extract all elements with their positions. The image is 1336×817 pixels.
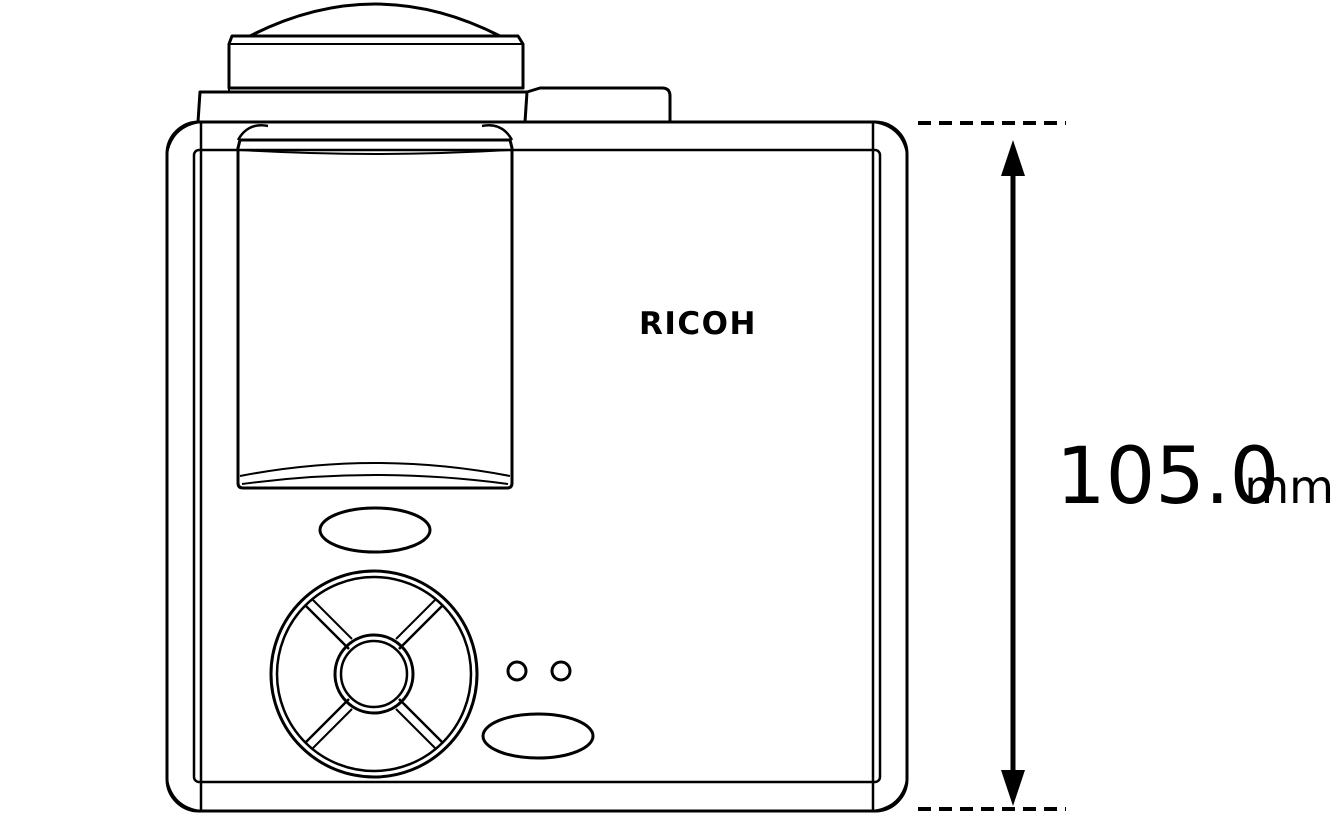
enter-button[interactable] xyxy=(333,633,415,715)
arrowhead-up-icon xyxy=(1001,140,1025,176)
dimension-label: 105.0 mm xyxy=(1056,432,1334,522)
lamp-indicator-light xyxy=(550,660,572,682)
brand-logo: RICOH xyxy=(639,306,757,342)
power-button[interactable] xyxy=(481,712,595,760)
status-indicators xyxy=(506,660,572,682)
power-indicator-light xyxy=(506,660,528,682)
lens-base-ring xyxy=(196,88,529,124)
arrowhead-down-icon xyxy=(1001,770,1025,806)
dimension-value: 105.0 xyxy=(1056,432,1279,522)
dimension-unit: mm xyxy=(1244,460,1334,514)
directional-pad[interactable] xyxy=(269,569,479,779)
dimension-line xyxy=(918,121,1066,811)
projector-body xyxy=(165,120,909,813)
menu-button[interactable] xyxy=(318,506,432,554)
lens-dome xyxy=(249,2,501,38)
top-rear-bump xyxy=(526,86,672,124)
lens-housing xyxy=(227,34,525,90)
lens-cover xyxy=(236,124,514,490)
